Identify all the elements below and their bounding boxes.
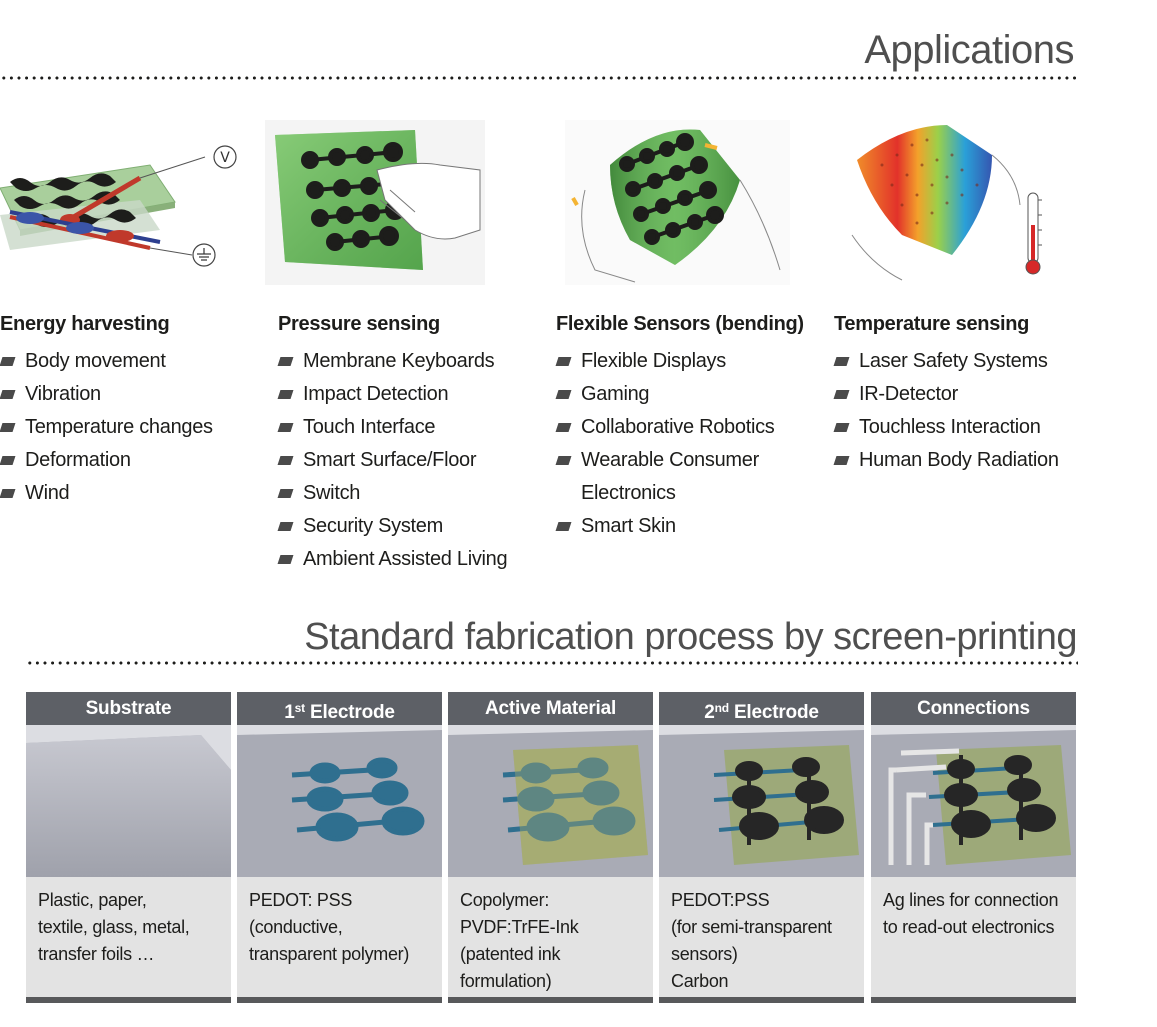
list-item: Wearable Consumer: [555, 444, 826, 477]
fab-step-heading: Connections: [871, 692, 1076, 725]
list-item: Wind: [0, 477, 270, 510]
energy-harvesting-illustration: V: [0, 145, 237, 267]
voltmeter-symbol: V: [220, 150, 230, 166]
bullet-icon: [0, 489, 16, 498]
applications-title: Applications: [864, 28, 1074, 72]
fab-step-description: PEDOT: PSS (conductive, transparent poly…: [249, 890, 410, 964]
app-heading: Flexible Sensors (bending): [556, 313, 804, 335]
bullet-icon: [0, 456, 16, 465]
bullet-icon: [833, 423, 850, 432]
fab-step-second-electrode: 2nd Electrode PEDOT:PSS (for semi-transp…: [659, 692, 864, 1003]
bullet-icon: [555, 390, 572, 399]
fab-step-connections: Connections Ag lines for: [871, 692, 1076, 1003]
bullet-icon: [555, 522, 572, 531]
first-electrode-render: [237, 725, 442, 877]
list-item: Security System: [277, 510, 548, 543]
app-column-temperature-sensing: Temperature sensing Laser Safety Systems…: [833, 312, 1104, 477]
bullet-icon: [277, 456, 294, 465]
fabrication-title: Standard fabrication process by screen-p…: [304, 616, 1077, 658]
fab-step-active-material: Active Material Copolymer: PVDF:TrFE-Ink…: [448, 692, 653, 1003]
fab-bottom-rule: [448, 997, 653, 1003]
temperature-sensing-illustration: [851, 125, 1042, 281]
bullet-icon: [277, 390, 294, 399]
bullet-icon: [0, 423, 16, 432]
flexible-sensor-illustration: [565, 120, 790, 285]
list-item: Gaming: [555, 378, 826, 411]
app-column-energy-harvesting: Energy harvesting Body movement Vibratio…: [0, 312, 270, 510]
fab-step-heading: 2nd Electrode: [659, 692, 864, 725]
fab-step-heading: Substrate: [26, 692, 231, 725]
bullet-icon: [555, 456, 572, 465]
bullet-icon: [277, 522, 294, 531]
fab-bottom-rule: [871, 997, 1076, 1003]
list-item: Touchless Interaction: [833, 411, 1104, 444]
bullet-icon: [277, 423, 294, 432]
bullet-icon: [277, 357, 294, 366]
fab-bottom-rule: [26, 997, 231, 1003]
list-item: IR-Detector: [833, 378, 1104, 411]
list-item: Smart Surface/Floor: [277, 444, 548, 477]
connections-render: [871, 725, 1076, 877]
active-material-render: [448, 725, 653, 877]
bullet-icon: [555, 423, 572, 432]
fab-step-substrate: Substrate Plastic, paper, textile, glass…: [26, 692, 231, 1003]
fab-step-description: Copolymer: PVDF:TrFE-Ink (patented ink f…: [460, 890, 579, 991]
list-item: Flexible Displays: [555, 345, 826, 378]
ground-icon: [197, 248, 211, 261]
bullet-icon: [277, 555, 294, 564]
list-item: Deformation: [0, 444, 270, 477]
list-item: Switch: [277, 477, 548, 510]
app-heading: Temperature sensing: [834, 313, 1030, 335]
list-item: Membrane Keyboards: [277, 345, 548, 378]
bullet-icon: [833, 456, 850, 465]
fab-step-description: Plastic, paper, textile, glass, metal, t…: [38, 890, 190, 964]
fab-step-heading: 1st Electrode: [237, 692, 442, 725]
list-item: Smart Skin: [555, 510, 826, 543]
list-item: Vibration: [0, 378, 270, 411]
bullet-icon: [0, 390, 16, 399]
pressure-sensing-illustration: [265, 120, 485, 285]
fab-bottom-rule: [659, 997, 864, 1003]
list-item: Ambient Assisted Living: [277, 543, 548, 576]
applications-dotted-rule: [0, 75, 1077, 81]
list-item: Laser Safety Systems: [833, 345, 1104, 378]
bullet-icon: [555, 357, 572, 366]
fab-step-description: Ag lines for connection to read-out elec…: [883, 890, 1059, 937]
second-electrode-render: [659, 725, 864, 877]
substrate-render: [26, 725, 231, 877]
fab-step-heading: Active Material: [448, 692, 653, 725]
fabrication-dotted-rule: [26, 660, 1078, 666]
list-item: Temperature changes: [0, 411, 270, 444]
app-column-pressure-sensing: Pressure sensing Membrane Keyboards Impa…: [277, 312, 548, 576]
list-item-continuation: Electronics: [581, 482, 676, 504]
bullet-icon: [833, 390, 850, 399]
bullet-icon: [277, 489, 294, 498]
fab-bottom-rule: [237, 997, 442, 1003]
app-column-flexible-sensors: Flexible Sensors (bending) Flexible Disp…: [555, 312, 826, 543]
fab-step-description: PEDOT:PSS (for semi-transparent sensors)…: [671, 890, 832, 991]
app-heading: Energy harvesting: [0, 313, 170, 335]
list-item: Impact Detection: [277, 378, 548, 411]
app-heading: Pressure sensing: [278, 313, 440, 335]
list-item: Body movement: [0, 345, 270, 378]
fab-step-first-electrode: 1st Electrode PEDOT: PSS (conductive, tr…: [237, 692, 442, 1003]
list-item: Collaborative Robotics: [555, 411, 826, 444]
list-item: Human Body Radiation: [833, 444, 1104, 477]
bullet-icon: [833, 357, 850, 366]
list-item: Touch Interface: [277, 411, 548, 444]
bullet-icon: [0, 357, 16, 366]
